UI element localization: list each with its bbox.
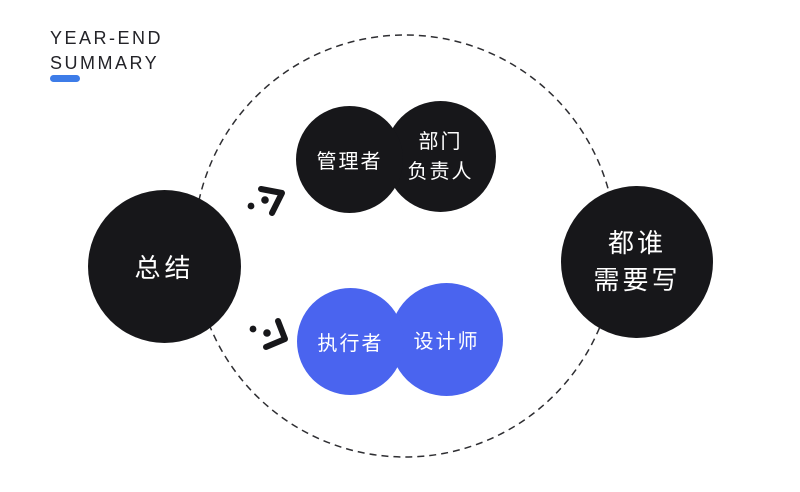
designer-circle: 设计师	[390, 283, 503, 396]
title-accent-bar	[50, 75, 80, 82]
arrow-down-right-icon	[249, 318, 288, 350]
designer-circle-label: 设计师	[413, 331, 480, 353]
who-needs-to-write-label: 都谁 需要写	[593, 228, 681, 295]
manager-circle-label: 管理者	[316, 151, 383, 173]
manager-circle: 管理者	[296, 106, 403, 213]
executor-circle: 执行者	[297, 288, 404, 395]
arrow-up-right-icon	[247, 186, 285, 216]
title-line-2: SUMMARY	[50, 53, 160, 73]
summary-circle: 总结	[88, 190, 241, 343]
summary-circle-label: 总结	[134, 253, 195, 283]
executor-circle-label: 执行者	[317, 333, 384, 355]
department-head-label: 部门 负责人	[407, 130, 474, 183]
page-title: YEAR-END SUMMARY	[50, 26, 163, 76]
dashed-ring	[193, 34, 617, 458]
who-needs-to-write-circle: 都谁 需要写	[561, 186, 713, 338]
title-line-1: YEAR-END	[50, 28, 164, 48]
department-head-circle: 部门 负责人	[385, 101, 496, 212]
